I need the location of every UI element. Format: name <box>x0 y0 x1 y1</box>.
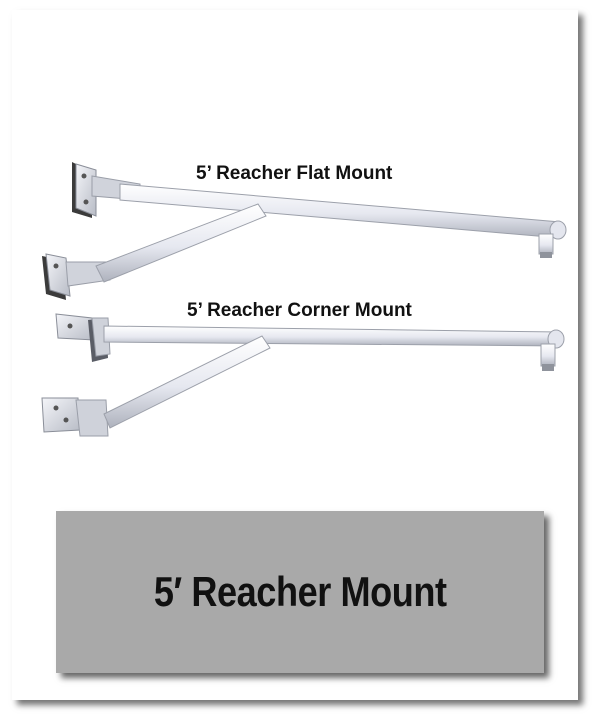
corner-mount-label: 5’ Reacher Corner Mount <box>187 300 412 321</box>
bolt-hole-icon <box>67 323 73 329</box>
flat-mount-bottom-plate <box>45 253 71 297</box>
flat-mount-arm <box>42 162 567 300</box>
corner-mount-bottom-plate <box>41 397 81 433</box>
flat-mount-elbow <box>549 220 567 240</box>
corner-mount-bottom-bracket <box>75 399 109 437</box>
corner-mount-drop-pipe <box>540 343 556 367</box>
bolt-hole-icon <box>53 263 59 269</box>
bolt-hole-icon <box>81 173 87 179</box>
flat-mount-drop-pipe <box>538 233 554 255</box>
bolt-hole-icon <box>53 405 59 411</box>
corner-mount-main-pipe <box>103 325 561 347</box>
flat-mount-top-plate <box>75 163 97 217</box>
bolt-hole-icon <box>83 199 89 205</box>
banner-title: 5′ Reacher Mount <box>153 568 447 615</box>
corner-mount-top-plate <box>55 313 95 341</box>
flat-mount-pipe-end <box>540 252 552 258</box>
flat-mount-brace <box>95 203 267 283</box>
flat-mount-main-pipe <box>119 183 561 239</box>
corner-mount-brace <box>103 335 271 429</box>
flat-mount-label: 5’ Reacher Flat Mount <box>196 163 393 184</box>
title-banner: 5′ Reacher Mount <box>56 511 544 673</box>
corner-mount-pipe-end <box>542 364 554 371</box>
corner-mount-arm <box>41 313 565 437</box>
bolt-hole-icon <box>63 417 69 423</box>
